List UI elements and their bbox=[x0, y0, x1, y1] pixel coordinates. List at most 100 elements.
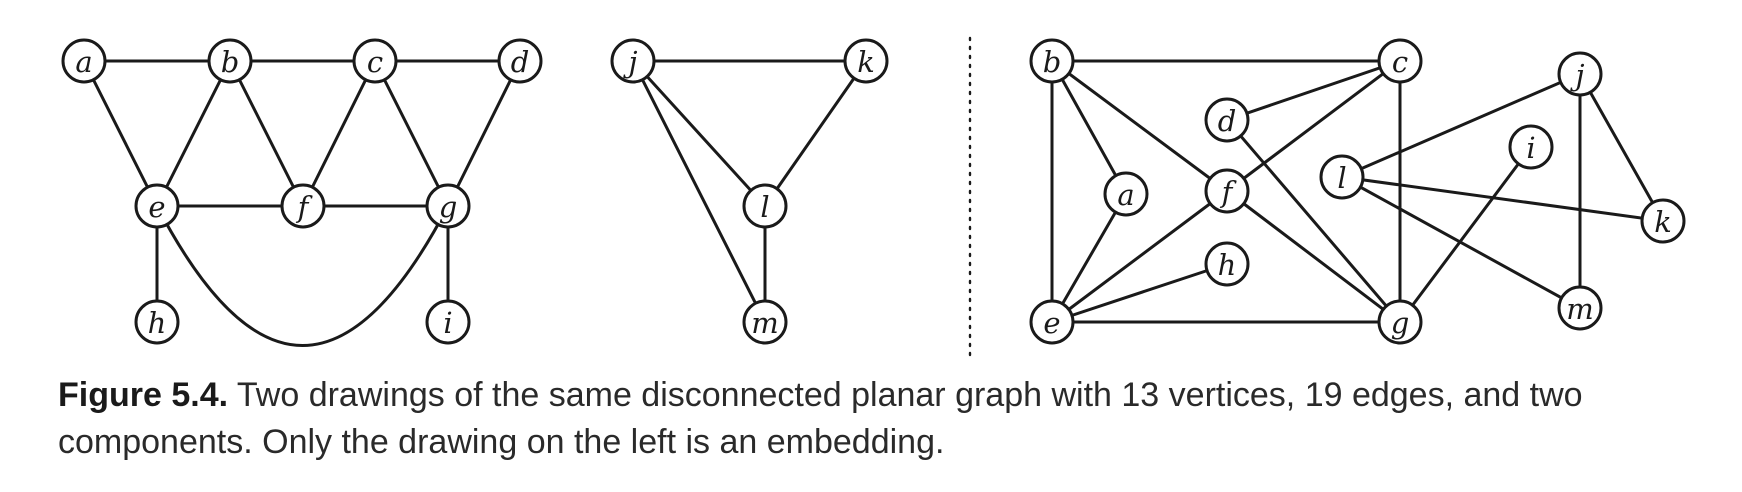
right-vertex-circle-a bbox=[1103, 171, 1149, 217]
right-edge-c-f bbox=[1225, 59, 1402, 193]
right-vertex-l: l bbox=[1319, 154, 1365, 200]
left-vertex-circle-d bbox=[497, 38, 543, 84]
right-vertex-label-b: b bbox=[1043, 45, 1062, 79]
right-vertex-circle-m bbox=[1557, 285, 1603, 331]
left-drawing-embedding: a b c d e f g h i j k l m bbox=[61, 38, 889, 347]
right-vertex-d: d bbox=[1204, 97, 1250, 143]
left-vertex-circle-f bbox=[280, 183, 326, 229]
right-edge-e-f bbox=[1050, 189, 1229, 324]
left-vertex-e: e bbox=[134, 183, 180, 229]
left-vertex-label-m: m bbox=[751, 306, 779, 340]
left-vertex-circle-m bbox=[742, 299, 788, 345]
left-vertex-c: c bbox=[352, 38, 398, 84]
right-edge-j-l bbox=[1340, 72, 1582, 179]
right-vertex-f: f bbox=[1204, 168, 1250, 214]
right-edge-j-k bbox=[1578, 72, 1665, 223]
left-vertex-label-d: d bbox=[511, 45, 530, 79]
left-edge-j-l bbox=[631, 59, 767, 208]
right-vertex-circle-h bbox=[1204, 241, 1250, 287]
right-vertex-circle-l bbox=[1319, 154, 1365, 200]
right-vertex-label-c: c bbox=[1392, 45, 1408, 79]
left-edge-b-e bbox=[155, 59, 232, 208]
left-vertex-circle-l bbox=[742, 183, 788, 229]
right-vertex-m: m bbox=[1557, 285, 1603, 331]
left-vertex-f: f bbox=[280, 183, 326, 229]
right-edge-b-f bbox=[1050, 59, 1229, 193]
left-vertex-circle-c bbox=[352, 38, 398, 84]
right-vertex-b: b bbox=[1029, 38, 1075, 84]
left-edge-c-g bbox=[373, 59, 450, 208]
right-vertex-circle-b bbox=[1029, 38, 1075, 84]
left-vertex-label-g: g bbox=[439, 190, 458, 224]
left-vertex-g: g bbox=[425, 183, 471, 229]
right-edge-a-b bbox=[1050, 59, 1128, 196]
left-vertex-label-e: e bbox=[148, 190, 165, 224]
right-vertex-circle-f bbox=[1204, 168, 1250, 214]
left-vertex-label-h: h bbox=[148, 306, 167, 340]
left-edge-d-g bbox=[446, 59, 522, 208]
right-vertex-c: c bbox=[1377, 38, 1423, 84]
right-vertex-label-i: i bbox=[1526, 131, 1535, 165]
right-edges bbox=[1050, 59, 1665, 324]
right-edge-g-i bbox=[1398, 145, 1533, 324]
figure-caption: Figure 5.4. Two drawings of the same dis… bbox=[58, 372, 1708, 466]
right-vertex-i: i bbox=[1508, 124, 1554, 170]
right-edge-a-e bbox=[1050, 192, 1128, 324]
left-vertex-label-l: l bbox=[760, 190, 769, 224]
right-edge-f-g bbox=[1225, 189, 1402, 324]
left-vertex-m: m bbox=[742, 299, 788, 345]
right-vertex-g: g bbox=[1377, 299, 1423, 345]
right-vertex-j: j bbox=[1557, 51, 1603, 97]
left-vertex-h: h bbox=[134, 299, 180, 345]
right-vertex-label-e: e bbox=[1043, 306, 1060, 340]
left-vertex-d: d bbox=[497, 38, 543, 84]
left-vertex-label-c: c bbox=[367, 45, 383, 79]
right-vertex-label-d: d bbox=[1218, 104, 1237, 138]
right-vertex-e: e bbox=[1029, 299, 1075, 345]
right-vertex-a: a bbox=[1103, 171, 1149, 217]
left-edge-a-e bbox=[82, 59, 159, 208]
left-vertex-label-b: b bbox=[221, 45, 240, 79]
left-edge-j-m bbox=[631, 59, 767, 324]
right-vertex-label-m: m bbox=[1566, 292, 1594, 326]
caption-label: Figure 5.4. bbox=[58, 376, 229, 414]
right-vertex-label-k: k bbox=[1654, 205, 1672, 239]
right-edge-k-l bbox=[1340, 175, 1665, 223]
left-edge-b-f bbox=[228, 59, 305, 208]
right-vertex-label-g: g bbox=[1391, 306, 1410, 340]
right-vertex-label-h: h bbox=[1218, 248, 1237, 282]
right-vertex-circle-c bbox=[1377, 38, 1423, 84]
right-vertex-circle-e bbox=[1029, 299, 1075, 345]
left-vertex-k: k bbox=[843, 38, 889, 84]
right-vertex-k: k bbox=[1640, 198, 1686, 244]
left-vertex-circle-k bbox=[843, 38, 889, 84]
left-vertex-a: a bbox=[61, 38, 107, 84]
right-vertex-circle-i bbox=[1508, 124, 1554, 170]
right-edge-e-h bbox=[1050, 262, 1229, 324]
right-vertex-circle-g bbox=[1377, 299, 1423, 345]
left-vertex-label-i: i bbox=[443, 306, 452, 340]
left-vertex-label-a: a bbox=[75, 45, 92, 79]
left-vertex-circle-j bbox=[610, 38, 656, 84]
right-vertex-label-a: a bbox=[1117, 178, 1134, 212]
right-vertex-label-l: l bbox=[1337, 161, 1346, 195]
left-edge-k-l bbox=[763, 59, 868, 208]
left-vertex-circle-i bbox=[425, 299, 471, 345]
left-vertex-circle-h bbox=[134, 299, 180, 345]
left-edge-c-f bbox=[301, 59, 377, 208]
right-edge-c-d bbox=[1225, 59, 1402, 122]
left-vertex-circle-e bbox=[134, 183, 180, 229]
left-vertex-circle-a bbox=[61, 38, 107, 84]
right-edge-l-m bbox=[1340, 175, 1582, 310]
left-vertex-label-k: k bbox=[857, 45, 875, 79]
right-vertex-circle-j bbox=[1557, 51, 1603, 97]
right-vertex-h: h bbox=[1204, 241, 1250, 287]
left-vertex-i: i bbox=[425, 299, 471, 345]
left-vertex-circle-b bbox=[207, 38, 253, 84]
right-drawing-non-embedding: a b c d e f g h ij k l m bbox=[1029, 38, 1686, 345]
left-vertex-j: j bbox=[610, 38, 656, 84]
right-edge-d-g bbox=[1225, 118, 1402, 324]
right-vertex-circle-k bbox=[1640, 198, 1686, 244]
